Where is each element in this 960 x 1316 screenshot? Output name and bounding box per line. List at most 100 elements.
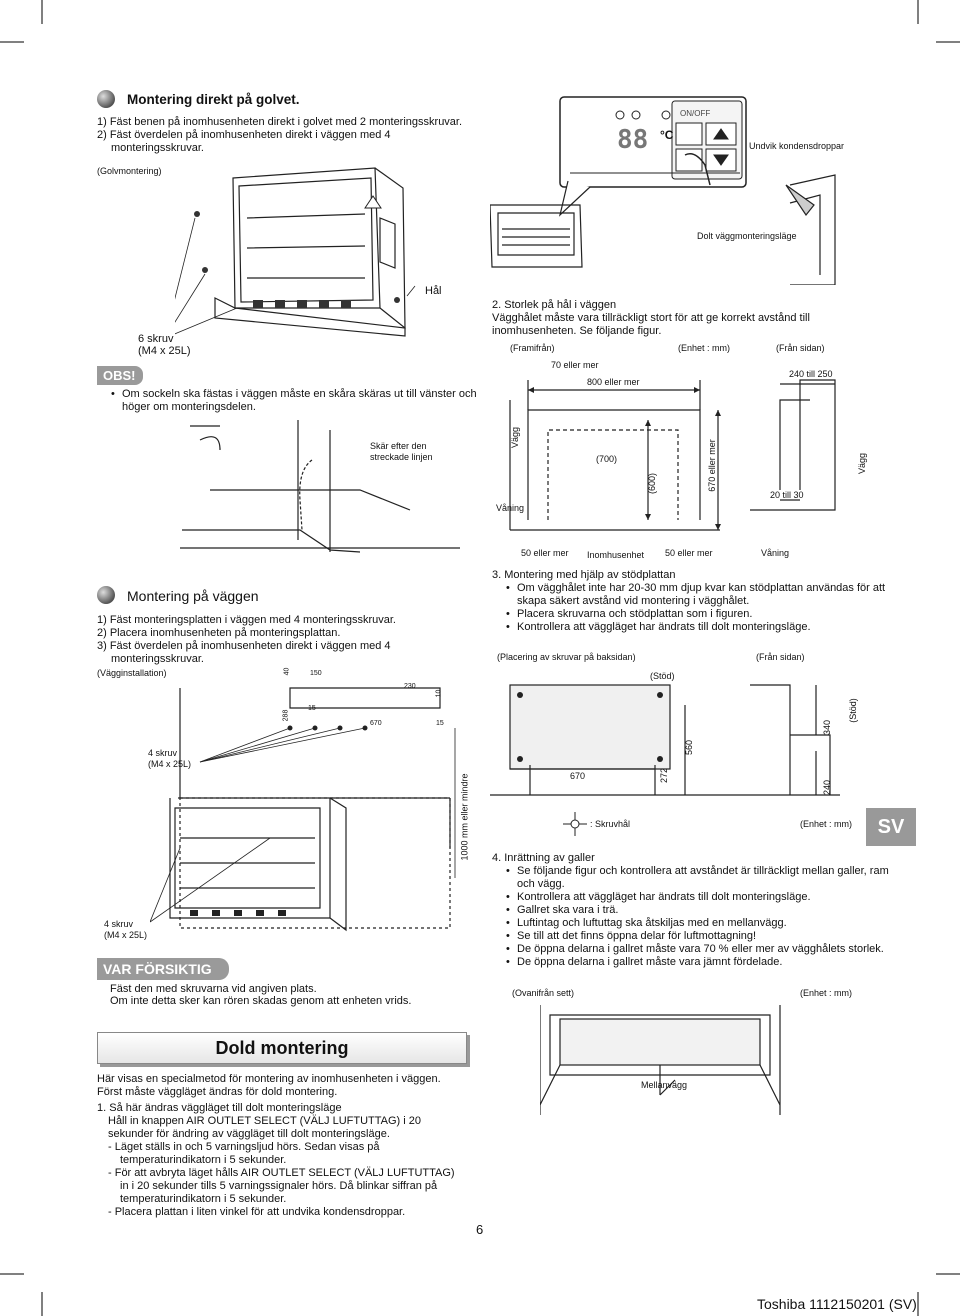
hole-50b: 50 eller mer [665,548,713,558]
footer: Toshiba 1112150201 (SV) [757,1296,917,1312]
hole-label: Hål [425,285,442,297]
hole-240: 240 till 250 [789,369,833,379]
hole-unit: (Enhet : mm) [678,343,731,353]
on-off-label: ON/OFF [680,109,711,118]
hole-floor: Våning [496,503,525,513]
plate-screw-pos: (Placering av skruvar på baksidan) [497,652,636,662]
screw2-label: 4 skruv [104,919,134,929]
plate-bullet-2: Placera skruvarna och stödplattan som i … [506,608,887,621]
concealed-label: Dolt väggmonteringsläge [697,231,797,241]
dold-line-4: temperaturindikatorn i 5 sekunder. [120,1154,287,1166]
plate-bullet-1: Om vägghålet inte har 20-30 mm djup kvar… [506,582,887,608]
screw-hole-icon [563,812,587,836]
caution-line1: Fäst den med skruvarna vid angiven plats… [110,983,317,995]
screw-label: 6 skruv [138,333,174,345]
dim-15a: 15 [308,705,316,712]
grille-bullet-1: Se följande figur och kontrollera att av… [506,865,892,891]
step-1: 1) Fäst benen på inomhusenheten direkt i… [97,116,463,128]
dold-step-title: 1. Så här ändras väggläget till dolt mon… [97,1102,342,1114]
plate-670: 670 [570,771,586,781]
dold-line-2: sekunder för ändring av väggläget till d… [108,1128,390,1140]
plate-list: Om vägghålet inte har 20-30 mm djup kvar… [505,582,887,634]
hole-floor-b: Våning [761,548,790,558]
plate-title: 3. Montering med hjälp av stödplattan [492,569,676,581]
step-2: 2) Fäst överdelen på inomhusenheten dire… [97,129,391,141]
hole-wall2: Vägg [857,452,868,475]
dim-1000: 1000 mm eller mindre [459,773,470,861]
hole-front: (Framifrån) [510,343,555,353]
dold-line-5: - För att avbryta läget hålls AIR OUTLET… [108,1167,455,1179]
dim-40: 40 [283,667,291,676]
hole-title: 2. Storlek på hål i väggen [492,299,617,311]
dim-288: 288 [282,709,290,722]
dold-intro2: Först måste väggläget ändras för dold mo… [97,1086,338,1098]
hole-size-diagram [509,379,836,531]
dim-670: 670 [370,720,382,727]
dim-230: 230 [404,683,416,690]
caution-line2: Om inte detta sker kan rören skadas geno… [110,995,412,1007]
hole-wall: Vägg [510,426,521,449]
section-bullet-icon [97,586,115,604]
dold-line-6: in i 20 sekunder tills 5 varningssignale… [120,1180,438,1192]
caution-badge: VAR FÖRSIKTIG [97,958,229,980]
hole-600: (600) [647,472,658,495]
dim-15b: 15 [436,720,444,727]
hole-20: 20 till 30 [770,490,804,500]
plate-side: (Från sidan) [756,652,805,662]
grille-bullet-7: De öppna delarna i gallret måste vara jä… [506,956,892,969]
dim-10: 10 [435,689,443,698]
plate-272: 272 [659,767,670,784]
section2-steps: 1) Fäst monteringsplatten i väggen med 4… [97,614,477,666]
drip-label: Undvik kondensdroppar [749,141,845,151]
hole-700: (700) [596,454,618,464]
dold-line-3: - Läget ställs in och 5 varningsljud hör… [108,1141,380,1153]
step-2: 2) Placera inomhusenheten på monteringsp… [97,627,341,639]
plate-support2: (Stöd) [847,698,858,723]
section1-caption: (Golvmontering) [97,166,162,176]
plate-340: 340 [822,719,833,736]
step-3: 3) Fäst överdelen på inomhusenheten dire… [97,640,391,652]
hole-side: (Från sidan) [776,343,825,353]
plate-support: (Stöd) [650,671,675,681]
dold-step-lines: Håll in knappen AIR OUTLET SELECT (VÄLJ … [108,1115,478,1219]
hole-800: 800 eller mer [587,377,640,387]
floor-mount-diagram [175,167,416,337]
screw2-spec: (M4 x 25L) [104,930,148,940]
dold-line-1: Håll in knappen AIR OUTLET SELECT (VÄLJ … [108,1115,421,1127]
dold-line-8: - Placera plattan i liten vinkel för att… [108,1206,406,1218]
screw1-label: 4 skruv [148,748,178,758]
step-1: 1) Fäst monteringsplatten i väggen med 4… [97,614,396,626]
screw1-spec: (M4 x 25L) [148,759,192,769]
dold-intro1: Här visas en specialmetod för montering … [97,1073,441,1085]
wall-mount-diagram [150,687,456,932]
section2-caption: (Vägginstallation) [97,668,167,678]
grille-bullet-6: De öppna delarna i gallret måste vara 70… [506,943,892,956]
remote-diagram [490,96,836,285]
screw-spec: (M4 x 25L) [138,345,191,357]
hole-670: 670 eller mer [706,439,717,492]
section-bullet-icon [97,90,115,108]
grille-top: (Ovanifrån sett) [512,988,575,998]
plate-bullet-3: Kontrollera att väggläget har ändrats ti… [506,621,887,634]
language-tab: SV [866,808,916,846]
grille-bullet-5: Se till att det finns öppna delar för lu… [506,930,892,943]
grille-diagram [540,1005,781,1115]
plate-240: 240 [822,779,833,796]
hole-line2: inomhusenheten. Se följande figur. [492,325,662,337]
cut-diagram [180,420,460,553]
plate-unit: (Enhet : mm) [800,819,853,829]
dold-title: Dold montering [97,1032,467,1064]
page-number: 6 [476,1222,484,1237]
hole-unit-label: Inomhusenhet [587,550,645,560]
section1-steps: 1) Fäst benen på inomhusenheten direkt i… [97,116,487,155]
step-2-cont: monteringsskruvar. [111,142,204,154]
step-3-cont: monteringsskruvar. [111,653,204,665]
cut-label: Skär efter den streckade linjen [370,441,433,462]
dold-line-7: temperaturindikatorn i 5 sekunder. [120,1193,287,1205]
hole-50a: 50 eller mer [521,548,569,558]
hole-legend: : Skruvhål [590,819,631,829]
partition-label: Mellanvägg [641,1080,688,1090]
support-plate-diagram [490,684,840,796]
obs-badge: OBS! [97,366,143,385]
